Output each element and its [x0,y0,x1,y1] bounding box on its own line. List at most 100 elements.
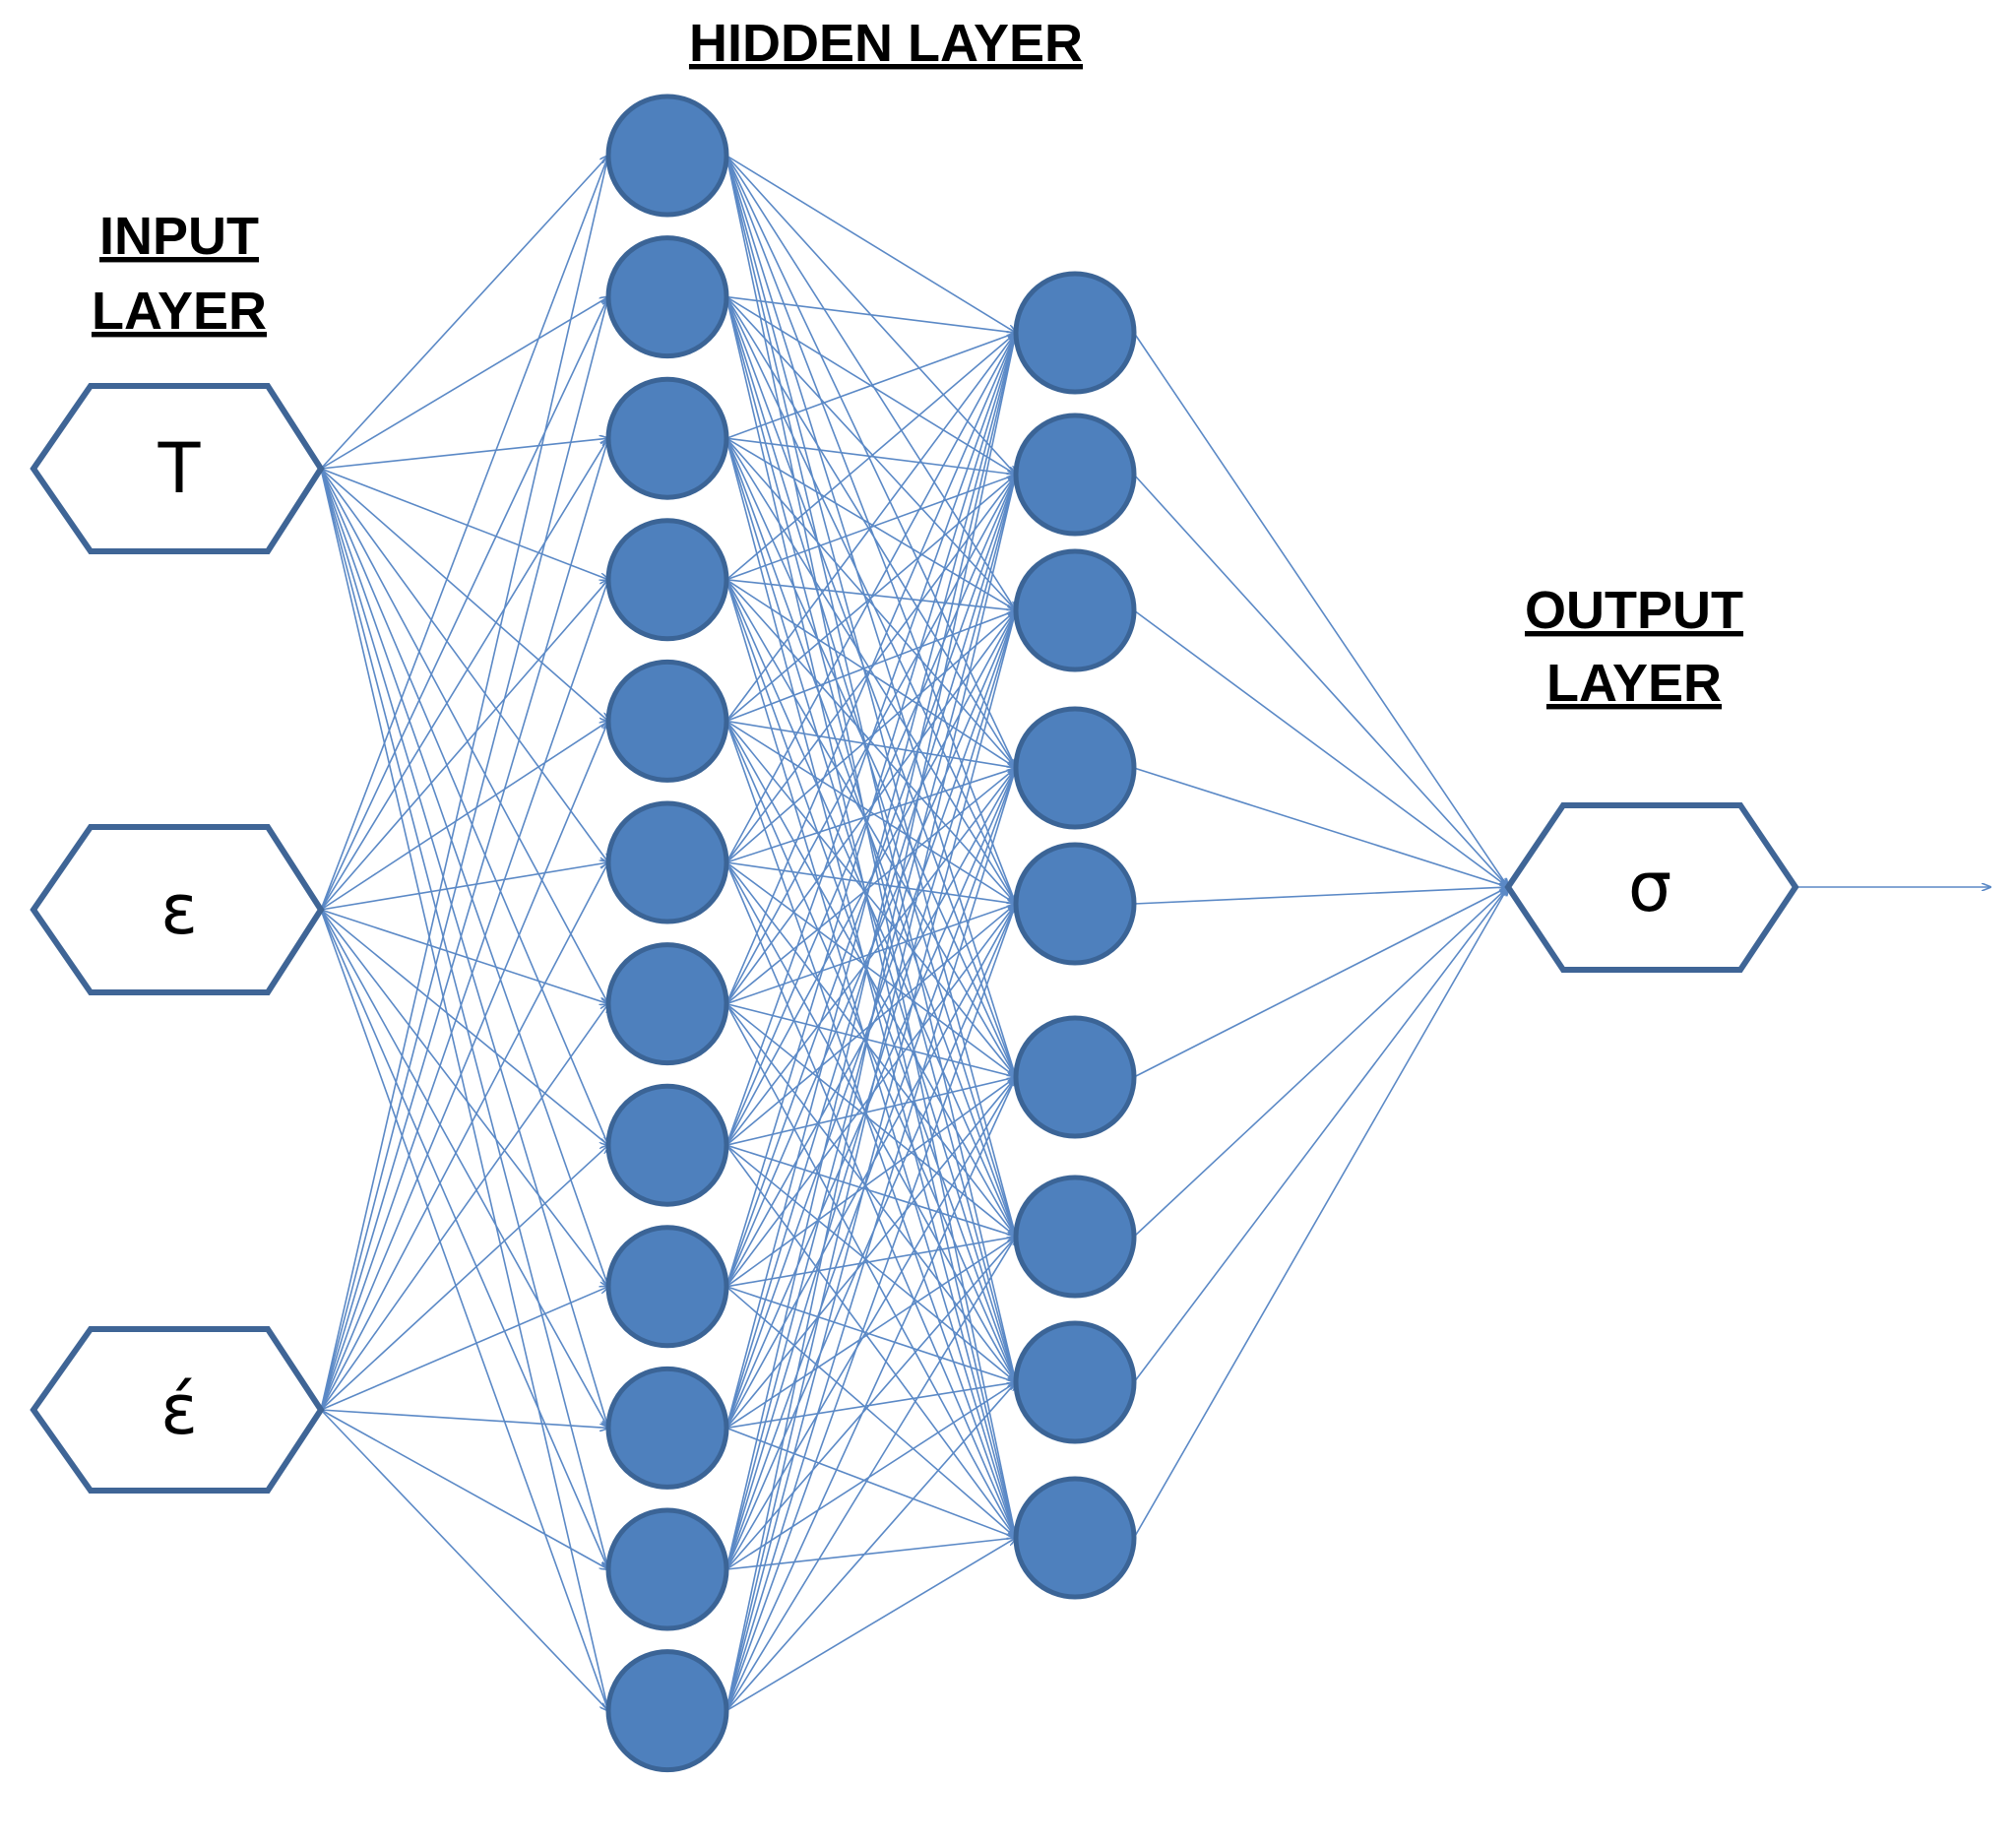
edge-h1-11-to-h2-7 [725,1382,1016,1712]
edge-h1-6-to-h2-8 [725,1003,1016,1538]
edge-input-1-to-h1-2 [320,438,608,911]
edge-h1-3-to-h2-4 [725,579,1016,904]
edge-h1-7-to-h2-3 [725,768,1016,1146]
edge-input-1-to-h1-9 [320,909,608,1428]
edge-h1-9-to-h2-5 [725,1077,1016,1429]
edge-h1-2-to-h2-8 [725,437,1016,1538]
connections [320,155,1508,1712]
hidden1-neuron-12 [605,1649,729,1773]
hidden1-neuron-3 [605,376,729,500]
edge-h1-8-to-h2-0 [725,333,1016,1288]
edge-input-0-to-h1-7 [320,468,608,1145]
edge-h1-1-to-h2-5 [725,296,1016,1077]
input-node-epsilon: ε [30,824,325,995]
input-layer-title-line2: LAYER [92,282,267,341]
edge-input-1-to-h1-10 [320,909,608,1569]
edge-input-1-to-h1-11 [320,909,608,1711]
edge-input-1-to-h1-7 [320,909,608,1145]
edge-h1-2-to-h2-4 [725,437,1016,904]
edge-h1-3-to-h2-8 [725,579,1016,1538]
edge-h1-4-to-h2-5 [725,720,1016,1077]
hidden2-neuron-4 [1013,706,1137,830]
edge-h1-4-to-h2-6 [725,721,1016,1237]
edge-h1-1-to-h2-4 [725,296,1016,904]
hidden1-neuron-8 [605,1083,729,1207]
edge-h1-0-to-h2-3 [725,155,1016,768]
output-layer-title-line2: LAYER [1546,654,1722,713]
edge-h1-3-to-h2-3 [725,579,1016,768]
edge-h1-9-to-h2-0 [725,333,1016,1429]
edge-input-0-to-h1-8 [320,468,608,1287]
hidden1-neuron-11 [605,1507,729,1631]
edge-h1-3-to-h2-6 [725,579,1016,1237]
hidden2-neuron-7 [1013,1175,1137,1299]
input-node-epsilon-dot: έ [30,1326,325,1494]
edge-h1-9-to-h2-6 [725,1237,1016,1430]
edge-h1-11-to-h2-5 [725,1077,1016,1711]
edge-h1-5-to-h2-6 [725,861,1016,1237]
edge-h1-2-to-h2-7 [725,437,1016,1382]
edge-input-0-to-h1-5 [320,468,608,862]
edge-h1-10-to-h2-5 [725,1077,1016,1570]
hidden2-neuron-9 [1013,1476,1137,1600]
edge-input-2-to-h1-6 [320,1004,608,1411]
edge-h1-2-to-h2-5 [725,437,1016,1077]
edge-input-0-to-h1-9 [320,468,608,1428]
edge-input-0-to-h1-6 [320,468,608,1004]
edge-h1-5-to-h2-5 [725,861,1016,1077]
edge-input-1-to-h1-6 [320,909,608,1004]
edge-input-1-to-h1-1 [320,297,608,911]
edge-h1-7-to-h2-5 [725,1077,1016,1146]
hidden2-neuron-2 [1013,413,1137,537]
edge-h2-2-to-output [1133,609,1508,887]
edge-input-0-to-h1-3 [320,468,608,580]
edge-input-1-to-h1-8 [320,909,608,1287]
hidden1-neuron-10 [605,1366,729,1490]
edge-h1-11-to-h2-4 [725,904,1016,1711]
edge-h1-2-to-h2-2 [725,437,1016,610]
edge-h1-7-to-h2-8 [725,1144,1016,1538]
hidden2-neuron-8 [1013,1320,1137,1444]
edge-h1-11-to-h2-0 [725,333,1016,1711]
edge-h1-5-to-h2-3 [725,768,1016,863]
edge-h1-8-to-h2-3 [725,768,1016,1288]
edge-input-2-to-h1-4 [320,721,608,1411]
edge-h1-7-to-h2-6 [725,1144,1016,1237]
edge-h1-5-to-h2-2 [725,610,1016,863]
input-hexagon-epsilon-dot [30,1326,325,1494]
edge-h2-0-to-output [1133,332,1508,887]
hidden1-neuron-6 [605,800,729,924]
edge-input-0-to-h1-10 [320,468,608,1569]
edge-h1-11-to-h2-3 [725,768,1016,1711]
edge-input-2-to-h1-10 [320,1409,608,1569]
edge-input-0-to-h1-4 [320,468,608,721]
edge-input-2-to-h1-9 [320,1409,608,1428]
edge-h1-9-to-h2-4 [725,904,1016,1429]
input-hexagon-epsilon [30,824,325,995]
edge-h1-4-to-h2-3 [725,720,1016,768]
edge-h1-4-to-h2-8 [725,721,1016,1538]
edge-input-2-to-h1-5 [320,862,608,1411]
hidden2-neuron-5 [1013,842,1137,966]
edge-h1-1-to-h2-3 [725,296,1016,768]
edge-h1-7-to-h2-7 [725,1144,1016,1382]
edge-h2-7-to-output [1133,887,1508,1383]
hidden1-neuron-7 [605,942,729,1066]
output-hexagon [1504,802,1799,973]
input-hexagon-t [30,383,325,554]
edge-h1-11-to-h2-8 [725,1538,1016,1712]
edge-h1-3-to-h2-0 [725,333,1016,581]
edge-h1-6-to-h2-0 [725,333,1016,1004]
hidden2-neuron-6 [1013,1015,1137,1139]
edge-h1-10-to-h2-6 [725,1237,1016,1570]
edge-h2-6-to-output [1133,887,1508,1238]
hidden1-neuron-2 [605,235,729,359]
hidden1-neuron-9 [605,1225,729,1349]
edge-h1-5-to-h2-0 [725,333,1016,863]
edge-h1-3-to-h2-7 [725,579,1016,1382]
edge-h1-9-to-h2-8 [725,1427,1016,1538]
edge-h1-6-to-h2-7 [725,1003,1016,1382]
edge-h2-1-to-output [1133,474,1508,887]
edge-input-2-to-h1-3 [320,580,608,1411]
